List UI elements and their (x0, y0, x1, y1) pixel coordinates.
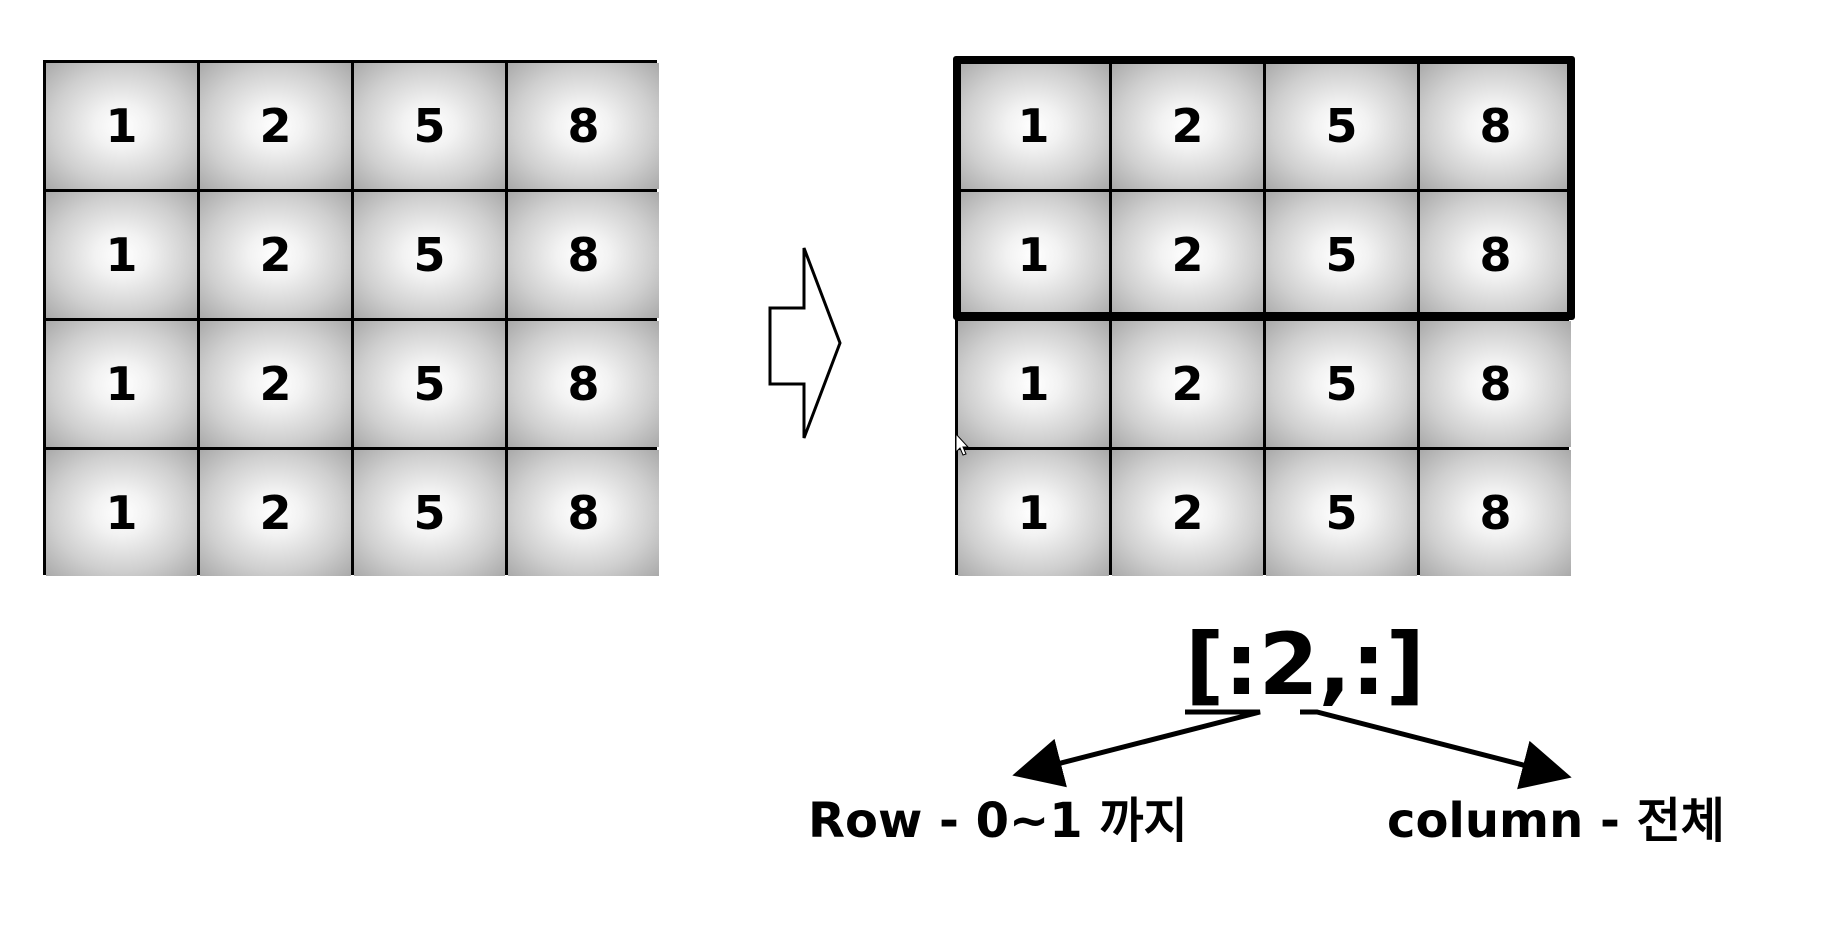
matrix-cell: 8 (508, 192, 659, 318)
matrix-cell: 1 (46, 63, 197, 189)
matrix-cell: 5 (354, 450, 505, 576)
matrix-cell: 5 (1266, 63, 1417, 189)
matrix-cell: 8 (508, 63, 659, 189)
matrix-cell: 5 (354, 192, 505, 318)
matrix-cell: 5 (1266, 450, 1417, 576)
matrix-cell: 8 (1420, 192, 1571, 318)
matrix-cell: 2 (1112, 450, 1263, 576)
matrix-cell: 5 (354, 63, 505, 189)
column-arrow-icon (1300, 709, 1572, 790)
matrix-cell: 1 (958, 321, 1109, 447)
matrix-cell: 1 (46, 192, 197, 318)
matrix-cell: 5 (1266, 192, 1417, 318)
matrix-cell: 1 (958, 63, 1109, 189)
matrix-cell: 5 (1266, 321, 1417, 447)
matrix-cell: 8 (1420, 321, 1571, 447)
matrix-cell: 1 (46, 321, 197, 447)
matrix-cell: 2 (1112, 321, 1263, 447)
row-arrow-icon (1012, 709, 1261, 788)
matrix-cell: 2 (200, 321, 351, 447)
matrix-cell: 2 (200, 192, 351, 318)
column-label: column - 전체 (1387, 793, 1725, 849)
slice-expression: [:2,:] (1185, 615, 1425, 715)
matrix-cell: 1 (958, 450, 1109, 576)
matrix-cell: 2 (200, 63, 351, 189)
row-label: Row - 0~1 까지 (808, 793, 1188, 849)
matrix-cell: 5 (354, 321, 505, 447)
matrix-cell: 2 (1112, 63, 1263, 189)
matrix-cell: 1 (958, 192, 1109, 318)
matrix-cell: 2 (200, 450, 351, 576)
matrix-cell: 1 (46, 450, 197, 576)
matrix-cell: 2 (1112, 192, 1263, 318)
matrix-cell: 8 (508, 321, 659, 447)
matrix-cell: 8 (508, 450, 659, 576)
matrix-cell: 8 (1420, 63, 1571, 189)
matrix-cell: 8 (1420, 450, 1571, 576)
